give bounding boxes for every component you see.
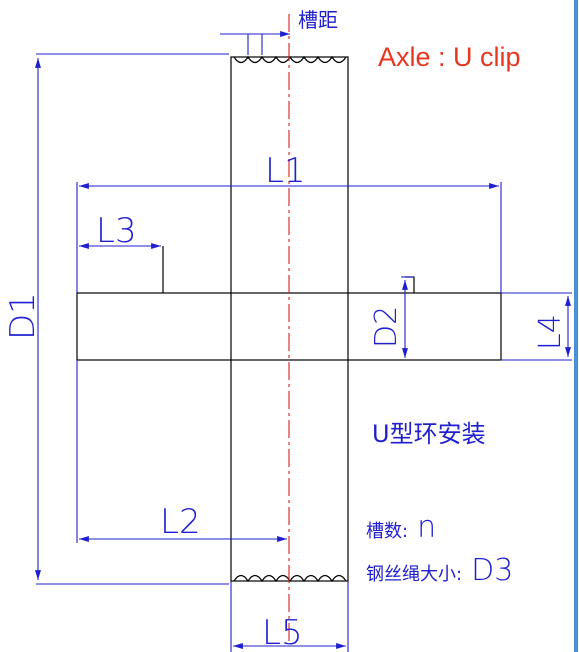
l2-label: L2 xyxy=(160,502,201,542)
groove-count-value: n xyxy=(417,510,436,545)
drawing-title: Axle : U clip xyxy=(378,42,521,72)
top-grooves xyxy=(233,55,347,64)
rope-size-note: 钢丝绳大小: D3 xyxy=(366,553,513,588)
rope-size-value: D3 xyxy=(471,553,513,588)
l4-label: L4 xyxy=(533,314,568,350)
u-clip-install-note: U型环安装 xyxy=(372,420,486,448)
groove-count-label: 槽数: xyxy=(366,521,408,542)
d1-label: D1 xyxy=(3,292,43,340)
l3-label: L3 xyxy=(96,211,137,251)
d2-label: D2 xyxy=(369,306,404,348)
pitch-label: 槽距 xyxy=(298,8,338,32)
axle-step-right xyxy=(405,276,415,293)
bottom-grooves xyxy=(233,574,347,583)
l5-label: L5 xyxy=(262,613,303,652)
groove-count-note: 槽数: n xyxy=(366,510,436,545)
l1-label: L1 xyxy=(265,151,306,191)
rope-size-label: 钢丝绳大小: xyxy=(366,564,462,585)
